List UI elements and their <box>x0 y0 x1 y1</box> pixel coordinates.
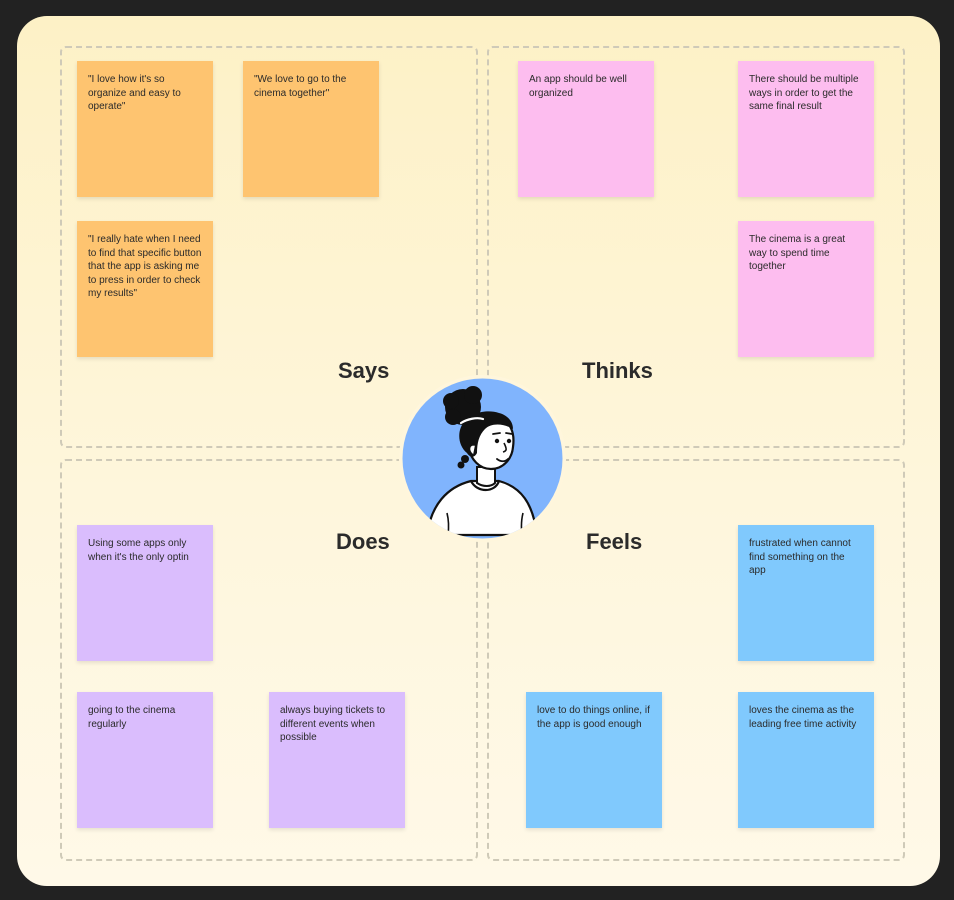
user-avatar <box>399 375 566 542</box>
feels-sticky-note-2[interactable]: love to do things online, if the app is … <box>526 692 662 828</box>
thinks-sticky-note-1[interactable]: An app should be well organized <box>518 61 654 197</box>
feels-sticky-note-1[interactable]: frustrated when cannot find something on… <box>738 525 874 661</box>
quadrant-label-does: Does <box>336 529 390 554</box>
quadrant-feels <box>487 459 905 861</box>
thinks-sticky-note-2[interactable]: There should be multiple ways in order t… <box>738 61 874 197</box>
quadrant-label-feels: Feels <box>586 529 643 554</box>
quadrant-label-thinks: Thinks <box>582 358 653 383</box>
feels-sticky-note-3[interactable]: loves the cinema as the leading free tim… <box>738 692 874 828</box>
user-avatar-icon <box>399 375 566 542</box>
quadrant-thinks <box>487 46 905 448</box>
thinks-sticky-note-3[interactable]: The cinema is a great way to spend time … <box>738 221 874 357</box>
does-sticky-note-2[interactable]: going to the cinema regularly <box>77 692 213 828</box>
says-sticky-note-1[interactable]: "I love how it's so organize and easy to… <box>77 61 213 197</box>
quadrant-label-says: Says <box>338 358 390 383</box>
says-sticky-note-2[interactable]: "We love to go to the cinema together" <box>243 61 379 197</box>
does-sticky-note-1[interactable]: Using some apps only when it's the only … <box>77 525 213 661</box>
does-sticky-note-3[interactable]: always buying tickets to different event… <box>269 692 405 828</box>
quadrant-does <box>60 459 478 861</box>
empathy-map-board: "I love how it's so organize and easy to… <box>17 16 940 886</box>
quadrant-says <box>60 46 478 448</box>
says-sticky-note-3[interactable]: "I really hate when I need to find that … <box>77 221 213 357</box>
